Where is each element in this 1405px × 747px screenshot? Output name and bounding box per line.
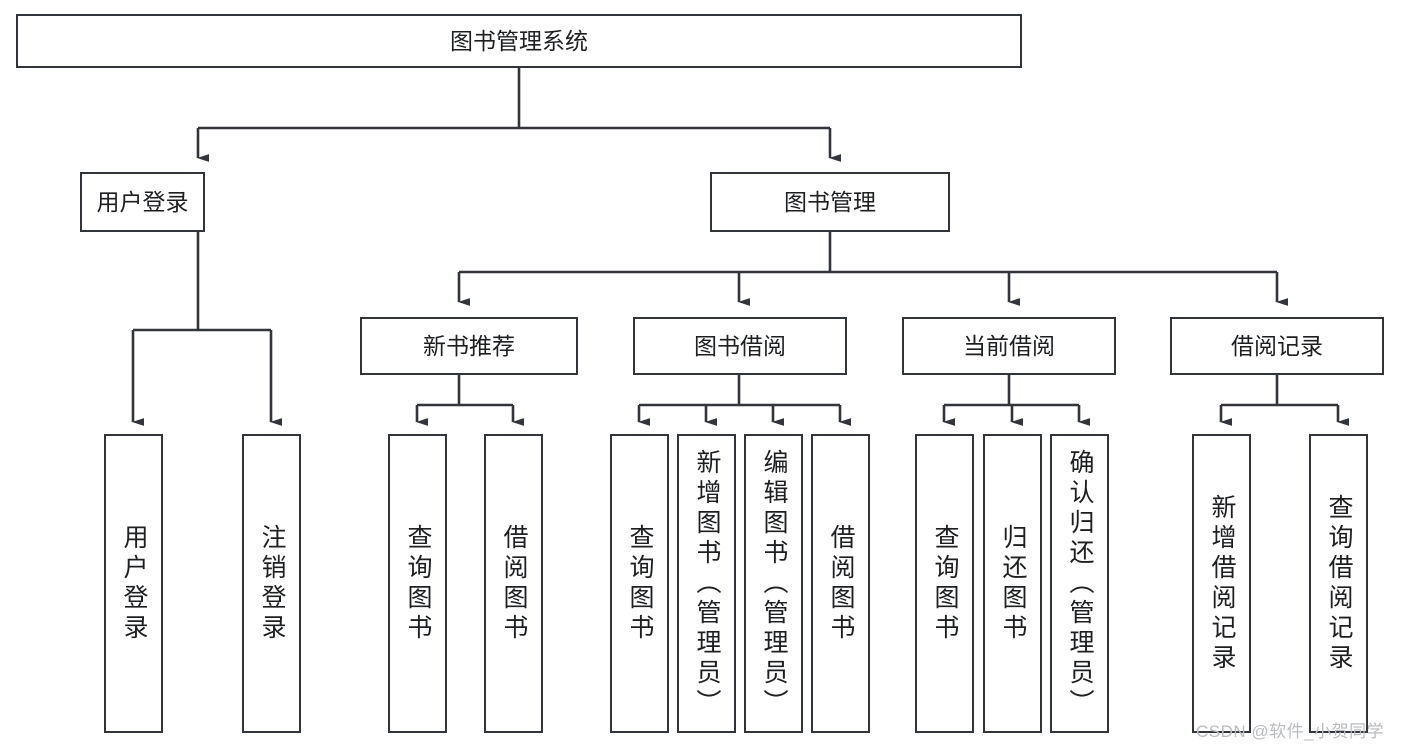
- leaf-new-book-borrow-books[interactable]: 借阅图书: [484, 434, 543, 733]
- node-root-book-management-system[interactable]: 图书管理系统: [16, 14, 1022, 68]
- csdn-watermark: CSDN @软件_小贺同学: [1196, 722, 1385, 741]
- node-label: 新增借阅记录: [1208, 493, 1236, 674]
- node-label: 新书推荐: [423, 332, 515, 359]
- node-label: 查询图书: [626, 523, 654, 644]
- node-label: 归还图书: [999, 523, 1027, 644]
- node-label: 确认归还（管理员）: [1066, 448, 1094, 719]
- node-label: 当前借阅: [963, 332, 1055, 359]
- leaf-record-add-borrow-record[interactable]: 新增借阅记录: [1192, 434, 1251, 733]
- node-label: 图书管理: [784, 188, 876, 215]
- leaf-current-confirm-return-admin[interactable]: 确认归还（管理员）: [1050, 434, 1109, 733]
- node-book-management[interactable]: 图书管理: [710, 172, 950, 232]
- leaf-borrow-edit-book-admin[interactable]: 编辑图书（管理员）: [744, 434, 803, 733]
- node-book-borrowing[interactable]: 图书借阅: [633, 317, 847, 375]
- node-borrowing-record[interactable]: 借阅记录: [1170, 317, 1384, 375]
- node-label: 借阅记录: [1231, 332, 1323, 359]
- node-label: 编辑图书（管理员）: [760, 448, 788, 719]
- node-label: 查询图书: [931, 523, 959, 644]
- node-label: 图书借阅: [694, 332, 786, 359]
- leaf-borrow-add-book-admin[interactable]: 新增图书（管理员）: [677, 434, 736, 733]
- node-label: 查询借阅记录: [1325, 493, 1353, 674]
- node-label: 用户登录: [120, 523, 148, 644]
- leaf-record-query-borrow-record[interactable]: 查询借阅记录: [1309, 434, 1368, 733]
- node-label: 图书管理系统: [450, 27, 588, 54]
- leaf-borrow-borrow-books[interactable]: 借阅图书: [811, 434, 870, 733]
- node-label: 注销登录: [258, 523, 286, 644]
- leaf-borrow-query-books[interactable]: 查询图书: [610, 434, 669, 733]
- node-user-login[interactable]: 用户登录: [80, 172, 205, 232]
- leaf-user-login-signout[interactable]: 注销登录: [242, 434, 301, 733]
- node-current-borrowing[interactable]: 当前借阅: [902, 317, 1116, 375]
- leaf-new-book-query-books[interactable]: 查询图书: [388, 434, 447, 733]
- node-new-book-recommendation[interactable]: 新书推荐: [360, 317, 578, 375]
- leaf-current-return-books[interactable]: 归还图书: [983, 434, 1042, 733]
- leaf-current-query-books[interactable]: 查询图书: [915, 434, 974, 733]
- node-label: 用户登录: [96, 188, 189, 215]
- node-label: 新增图书（管理员）: [693, 448, 721, 719]
- node-label: 查询图书: [404, 523, 432, 644]
- node-label: 借阅图书: [827, 523, 855, 644]
- leaf-user-login-signin[interactable]: 用户登录: [104, 434, 163, 733]
- node-label: 借阅图书: [500, 523, 528, 644]
